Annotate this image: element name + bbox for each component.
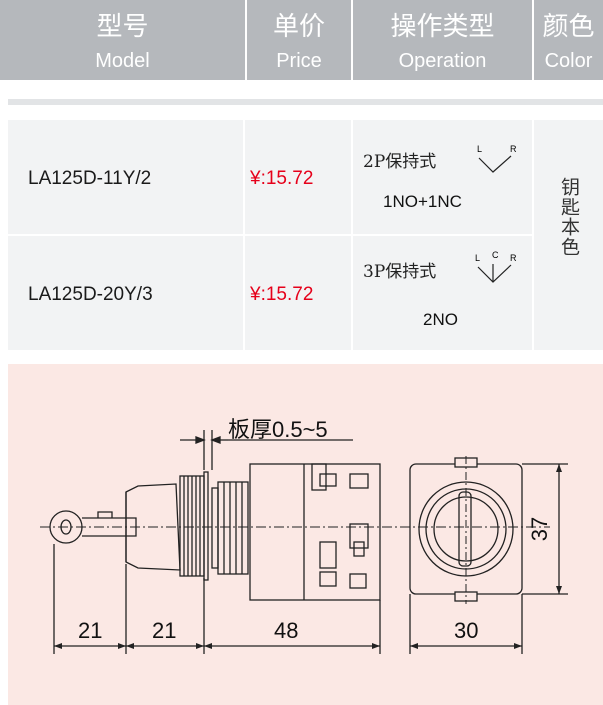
table-row-1-model-cell: LA125D-11Y/2 <box>8 120 243 234</box>
section-divider <box>8 99 603 105</box>
product-table: LA125D-11Y/2 ¥:15.72 2P保持式 L R 1NO+1NC L… <box>8 120 603 350</box>
switch-position-2p-icon: L R <box>477 144 517 173</box>
switch-position-3p-icon: L C R <box>475 250 517 283</box>
table-header: 型号 Model 单价 Price 操作类型 Operation 颜色 Colo… <box>0 0 603 80</box>
front-view <box>409 456 523 604</box>
dimension-drawing <box>40 430 568 654</box>
product-model: LA125D-11Y/2 <box>28 168 152 189</box>
table-row-1-price-cell: ¥:15.72 <box>245 120 351 234</box>
header-price-en: Price <box>276 50 322 72</box>
header-operation: 操作类型 Operation <box>353 0 532 80</box>
position-label-left: L <box>477 144 482 154</box>
dimension-drawing-panel: 板厚0.5~5 21 21 48 30 37 <box>8 364 603 705</box>
color-cell: 钥匙本色 <box>534 120 603 350</box>
position-label-left: L <box>475 253 480 263</box>
dimension-label-21-knob: 21 <box>152 618 177 643</box>
header-color-zh: 颜色 <box>542 12 595 42</box>
table-row-2-model-cell: LA125D-20Y/3 <box>8 236 243 350</box>
contact-config: 1NO+1NC <box>383 192 462 211</box>
product-price: ¥:15.72 <box>250 284 314 305</box>
table-row-2-price-cell: ¥:15.72 <box>245 236 351 350</box>
table-row-2-operation-cell: 3P保持式 L C R 2NO <box>353 236 532 350</box>
product-model: LA125D-20Y/3 <box>28 284 153 305</box>
position-label-right: R <box>510 253 517 263</box>
header-model: 型号 Model <box>0 0 245 80</box>
product-price: ¥:15.72 <box>250 168 314 189</box>
plate-thickness-label: 板厚0.5~5 <box>228 417 328 442</box>
header-color-en: Color <box>544 50 593 72</box>
mounting-nut <box>211 481 249 575</box>
dimension-label-48: 48 <box>274 618 299 643</box>
color-value: 钥匙本色 <box>558 177 580 257</box>
position-label-right: R <box>510 144 517 154</box>
header-price: 单价 Price <box>247 0 351 80</box>
position-label-center: C <box>492 250 499 260</box>
plate-thickness-dim <box>180 430 353 470</box>
header-color: 颜色 Color <box>534 0 603 80</box>
operation-type: 3P保持式 <box>363 262 437 282</box>
dimension-label-37: 37 <box>527 516 553 542</box>
dimension-label-21-key: 21 <box>78 618 103 643</box>
contact-block <box>249 463 381 601</box>
header-model-en: Model <box>95 50 150 72</box>
table-row-1-operation-cell: 2P保持式 L R 1NO+1NC <box>353 120 532 234</box>
header-operation-zh: 操作类型 <box>390 12 495 42</box>
dimension-label-30: 30 <box>454 618 479 643</box>
header-price-zh: 单价 <box>272 12 325 42</box>
key-shape <box>49 510 137 544</box>
bezel-rings <box>179 471 209 581</box>
operation-type: 2P保持式 <box>363 152 437 172</box>
contact-config: 2NO <box>423 310 458 329</box>
header-model-zh: 型号 <box>96 12 149 42</box>
header-operation-en: Operation <box>398 50 487 72</box>
